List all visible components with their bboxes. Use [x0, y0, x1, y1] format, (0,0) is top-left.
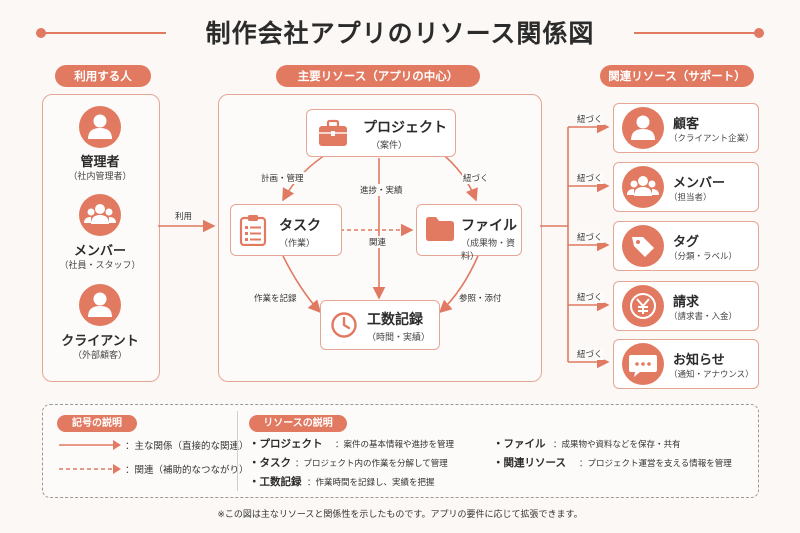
legend-term-task: ・タスク	[249, 457, 291, 469]
title-dot-right	[754, 28, 764, 38]
related-card-member[interactable]: メンバー （担当者）	[613, 162, 759, 212]
yen-icon	[622, 285, 664, 327]
related-sub-tag: （分類・ラベル）	[669, 252, 738, 262]
related-name-member: メンバー	[673, 176, 726, 191]
edge-label-use: 利用	[174, 210, 194, 222]
related-name-notice: お知らせ	[673, 353, 725, 368]
edge-label-progress: 進捗・実績	[359, 184, 404, 196]
edge-record	[282, 255, 322, 314]
legend-term-file: ・ファイル	[493, 438, 546, 450]
group-icon	[622, 166, 664, 208]
title-rule-left	[44, 32, 166, 34]
legend-term-project: ・プロジェクト	[249, 438, 323, 450]
person-icon	[622, 107, 664, 149]
resource-name-project: プロジェクト	[363, 120, 447, 136]
legend-desc-file: ：成果物や資料などを保存・共有	[553, 440, 681, 450]
resource-sub-task: （作業）	[279, 239, 316, 249]
legend-main-text: ：主な関係（直接的な関連）	[125, 441, 249, 452]
clock-icon	[331, 312, 357, 338]
footnote: ※この図は主なリソースと関係性を示したものです。アプリの要件に応じて拡張できます…	[217, 510, 583, 520]
page-title: 制作会社アプリのリソース関係図	[205, 19, 595, 48]
tag-icon	[622, 225, 664, 267]
related-name-customer: 顧客	[673, 117, 700, 132]
legend-divider	[237, 411, 238, 491]
legend-dashed-arrow	[59, 464, 121, 474]
related-edge-label-4: 紐づく	[576, 348, 604, 360]
user-sub-admin: （社内管理者）	[68, 172, 132, 182]
related-card-customer[interactable]: 顧客 （クライアント企業）	[613, 103, 759, 153]
section-core-label: 主要リソース（アプリの中心）	[276, 65, 480, 87]
group-icon	[79, 194, 121, 236]
resource-card-worklog[interactable]: 工数記録 （時間・実績）	[320, 300, 440, 350]
legend-desc-task: ：プロジェクト内の作業を分解して管理	[295, 459, 448, 469]
legend-sub-text: ：関連（補助的なつながり）	[125, 465, 249, 476]
related-name-tag: タグ	[673, 235, 700, 250]
related-edge-label-3: 紐づく	[576, 291, 604, 303]
resource-card-file[interactable]: ファイル （成果物・資料）	[416, 204, 522, 262]
edge-ref	[438, 255, 479, 314]
title-dot-left	[36, 28, 46, 38]
legend-box: 記号の説明 ：主な関係（直接的な関連） ：関連（補助的なつながり） リソースの説…	[42, 404, 759, 498]
person-icon	[79, 284, 121, 326]
legend-desc-worklog: ：作業時間を記録し、実績を把握	[307, 478, 435, 488]
resource-sub-project: （案件）	[371, 141, 408, 151]
related-card-notice[interactable]: お知らせ （通知・アナウンス）	[613, 339, 759, 389]
edge-label-ref: 参照・添付	[458, 292, 503, 304]
user-name-client: クライアント	[61, 334, 139, 349]
edge-label-record: 作業を記録	[253, 292, 298, 304]
title-rule-right	[634, 32, 756, 34]
edge-label-link-file: 紐づく	[462, 172, 490, 184]
user-sub-client: （外部顧客）	[72, 351, 127, 361]
legend-term-related: ・関連リソース	[493, 457, 566, 469]
user-name-admin: 管理者	[80, 155, 120, 170]
related-edge-label-0: 紐づく	[576, 113, 604, 125]
related-sub-customer: （クライアント企業）	[669, 134, 754, 144]
legend-symbols-title: 記号の説明	[57, 415, 137, 432]
section-related-label: 関連リソース（サポート）	[600, 65, 754, 87]
related-edge-label-1: 紐づく	[576, 172, 604, 184]
legend-desc-related: ：プロジェクト運営を支える情報を管理	[579, 459, 732, 469]
briefcase-icon	[319, 119, 347, 146]
related-edge-label-2: 紐づく	[576, 231, 604, 243]
legend-desc-project: ：案件の基本情報や進捗を管理	[335, 440, 455, 450]
clipboard-icon	[239, 215, 267, 246]
legend-solid-arrow	[59, 440, 121, 450]
related-name-billing: 請求	[673, 295, 700, 310]
legend-resources-title: リソースの説明	[249, 415, 347, 432]
section-users-label: 利用する人	[55, 65, 151, 87]
edge-label-plan: 計画・管理	[260, 172, 305, 184]
related-card-tag[interactable]: タグ （分類・ラベル）	[613, 221, 759, 271]
related-sub-billing: （請求書・入金）	[669, 312, 738, 322]
related-sub-notice: （通知・アナウンス）	[669, 370, 754, 380]
resource-card-task[interactable]: タスク （作業）	[230, 204, 342, 256]
user-name-member: メンバー	[73, 244, 126, 259]
resource-sub-file: （成果物・資料）	[461, 239, 516, 262]
resource-name-file: ファイル	[461, 218, 517, 234]
resource-sub-worklog: （時間・実績）	[367, 333, 431, 343]
legend-term-worklog: ・工数記録	[249, 476, 302, 488]
related-sub-member: （担当者）	[669, 193, 712, 203]
resource-card-project[interactable]: プロジェクト （案件）	[306, 109, 456, 157]
person-icon	[79, 106, 121, 148]
resource-name-worklog: 工数記録	[367, 312, 423, 328]
related-card-billing[interactable]: 請求 （請求書・入金）	[613, 281, 759, 331]
resource-name-task: タスク	[279, 218, 321, 234]
chat-icon	[622, 343, 664, 385]
edge-label-related: 関連	[368, 236, 388, 248]
user-sub-member: （社員・スタッフ）	[59, 261, 141, 271]
folder-icon	[426, 217, 454, 241]
